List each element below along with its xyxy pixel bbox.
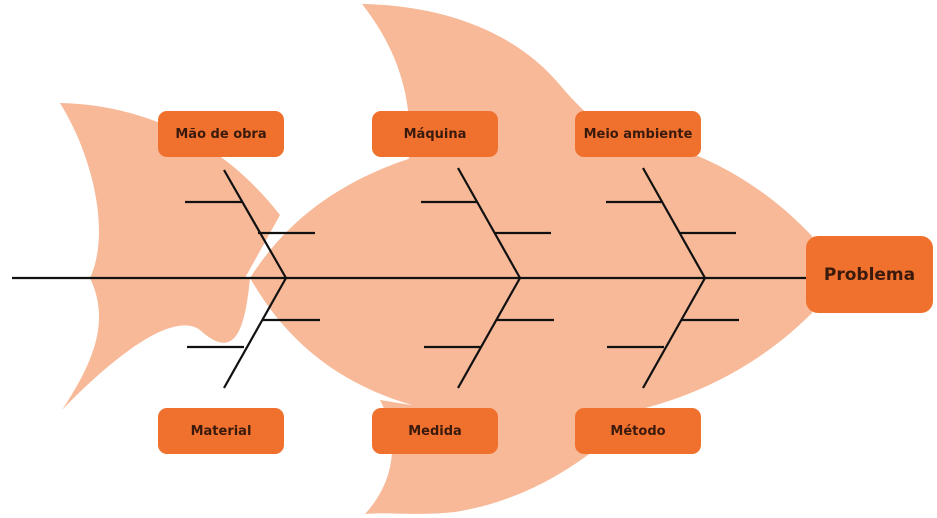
- category-label: Mão de obra: [175, 126, 267, 142]
- category-box-mao-de-obra[interactable]: Mão de obra: [158, 111, 284, 157]
- lower-tail-fin: [62, 278, 250, 410]
- bone-mao-de-obra: [223, 169, 287, 279]
- problem-label: Problema: [823, 264, 916, 285]
- category-label: Medida: [408, 423, 462, 439]
- category-box-metodo[interactable]: Método: [575, 408, 701, 454]
- category-box-maquina[interactable]: Máquina: [372, 111, 498, 157]
- category-label: Método: [610, 423, 666, 439]
- bone-medida: [457, 277, 521, 389]
- category-box-meio-ambiente[interactable]: Meio ambiente: [575, 111, 701, 157]
- category-label: Máquina: [403, 126, 467, 142]
- fish-bones: [12, 167, 808, 389]
- fish-body: [60, 4, 812, 514]
- bone-metodo: [642, 277, 706, 389]
- category-box-medida[interactable]: Medida: [372, 408, 498, 454]
- fish-main-body: [250, 131, 812, 423]
- bone-meio-ambiente: [642, 167, 706, 279]
- category-label: Meio ambiente: [583, 126, 693, 142]
- problem-box[interactable]: Problema: [806, 236, 933, 313]
- category-box-material[interactable]: Material: [158, 408, 284, 454]
- bone-maquina: [457, 167, 521, 279]
- bone-material: [223, 277, 287, 389]
- upper-tail-fin: [60, 103, 280, 278]
- category-label: Material: [190, 423, 252, 439]
